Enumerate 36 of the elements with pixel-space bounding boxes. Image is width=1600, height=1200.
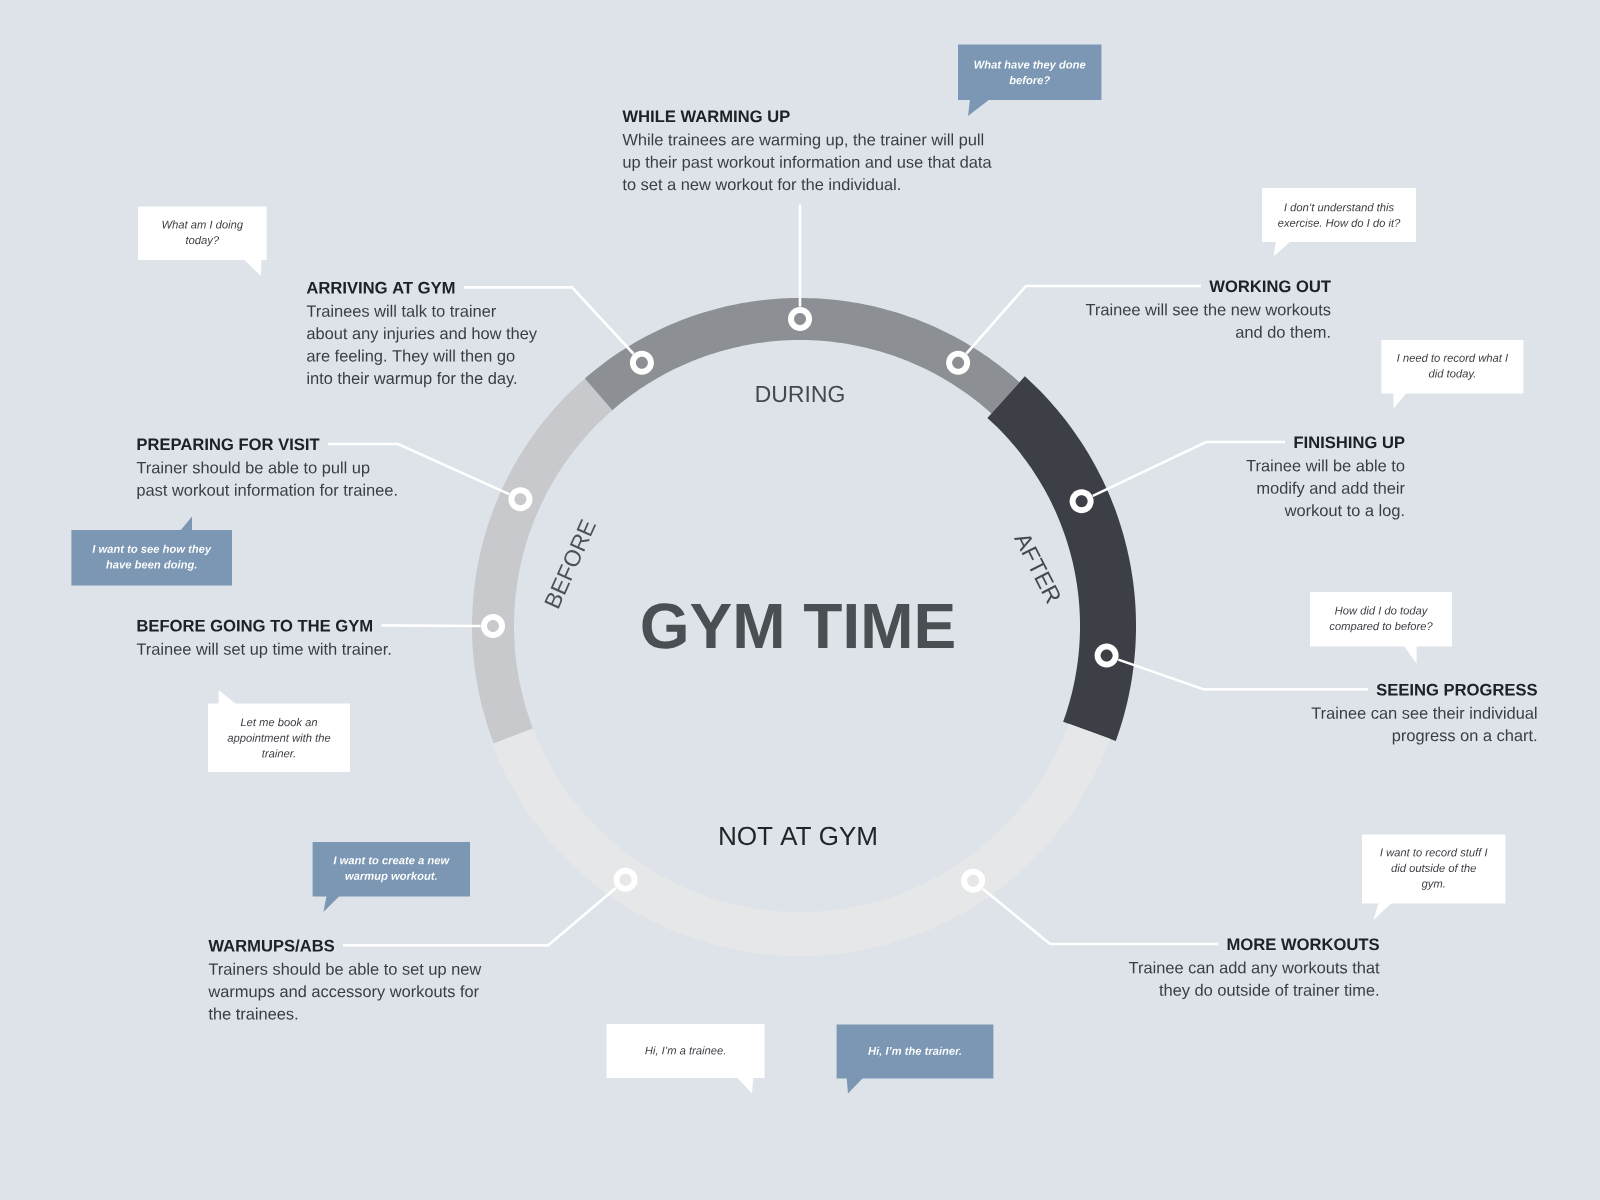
stage-title: PREPARING FOR VISIT: [137, 438, 320, 451]
ring-dot: [1094, 643, 1119, 668]
ring-dot: [946, 350, 971, 375]
stage-description: While trainees are warming up, the trainer will pull up their past workout information and use that data to set a new workout for the individual.: [622, 133, 992, 191]
ring-dot: [629, 350, 654, 375]
center-title: GYM TIME: [642, 603, 954, 649]
stage-title: SEEING PROGRESS: [1376, 683, 1537, 696]
stage-title: WORKING OUT: [1209, 280, 1331, 293]
stage-description: Trainees will talk to trainer about any injuries and how they are feeling. They will then go into their warmup for the day.: [306, 304, 537, 388]
leader-line: [381, 624, 481, 628]
stage-title: WHILE WARMING UP: [622, 110, 790, 123]
leader-line: [981, 887, 1219, 946]
stage-description: Trainee can see their individual progress on a chart.: [1311, 706, 1537, 745]
ring-dot: [961, 868, 986, 893]
leader-line: [328, 442, 510, 496]
ring-dot: [1069, 489, 1094, 514]
stage-title: BEFORE GOING TO THE GYM: [137, 619, 372, 632]
leader-line: [343, 886, 617, 947]
stage-title: ARRIVING AT GYM: [306, 281, 455, 294]
stage-description: Trainers should be able to set up new warmups and accessory workouts for the trainees.: [208, 962, 482, 1020]
segment-label: NOT AT GYM: [720, 826, 876, 846]
leader-line: [798, 204, 802, 307]
segment-label: DURING: [756, 385, 844, 403]
ring-dot: [508, 487, 533, 512]
stage-description: Trainee will see the new workouts and do them.: [1085, 303, 1331, 338]
stage-description: Trainee can add any workouts that they do outside of trainer time.: [1129, 961, 1380, 1000]
stage-title: FINISHING UP: [1294, 436, 1405, 449]
ring-dot: [788, 307, 812, 331]
stage-title: WARMUPS/ABS: [208, 939, 335, 952]
stage-description: Trainer should be able to pull up past workout information for trainee.: [136, 461, 397, 500]
leader-line: [1092, 440, 1285, 498]
stage-description: Trainee will be able to modify and add their workout to a log.: [1246, 459, 1405, 520]
stage-title: MORE WORKOUTS: [1227, 938, 1379, 951]
ring-dot: [613, 867, 638, 892]
ring-dot: [481, 614, 505, 638]
stage-description: Trainee will set up time with trainer.: [136, 642, 391, 659]
